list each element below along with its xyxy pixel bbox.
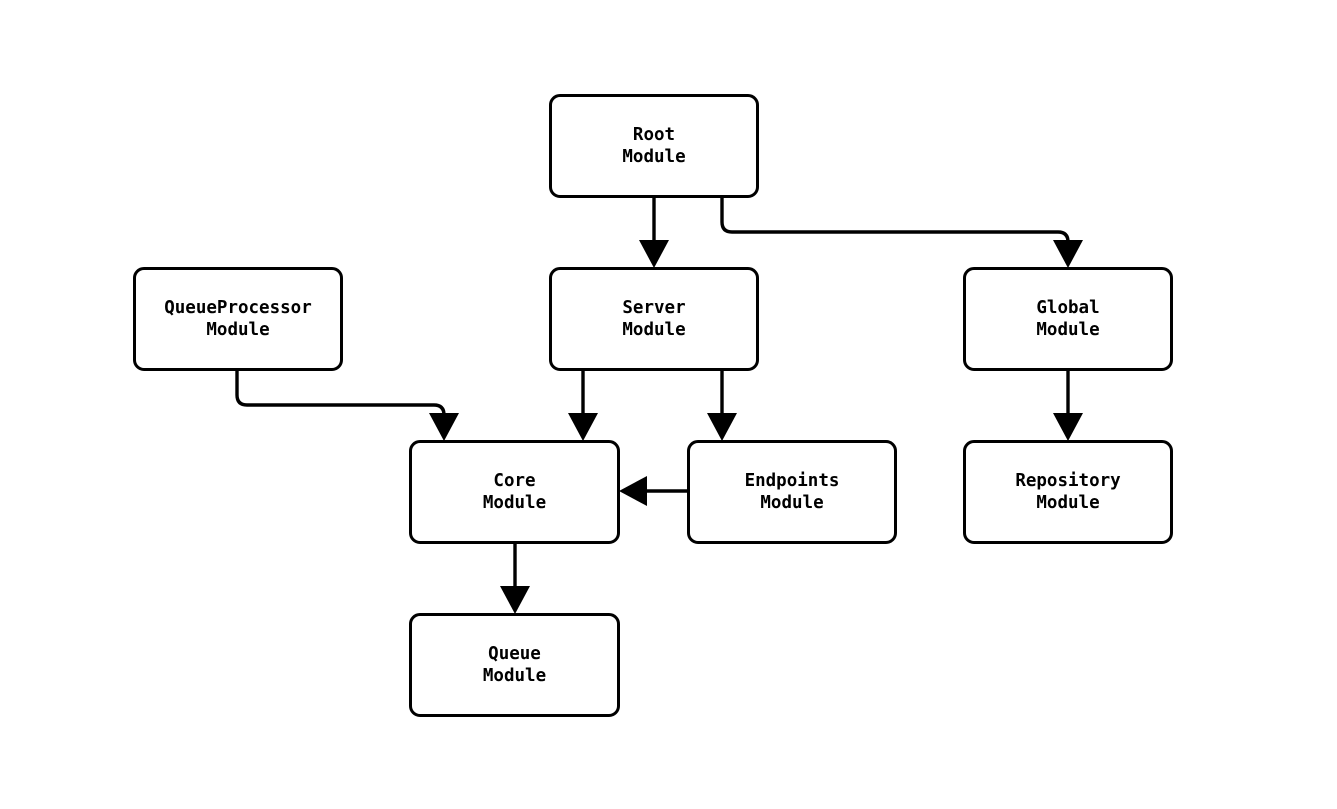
node-repository-module-label-line2: Module bbox=[1036, 493, 1100, 513]
node-queueprocessor-module[interactable]: QueueProcessor Module bbox=[133, 267, 343, 371]
node-server-module-label-line1: Server bbox=[622, 298, 686, 318]
edge-root-to-server bbox=[639, 198, 669, 268]
node-root-module-label-line1: Root bbox=[632, 125, 676, 145]
node-queueprocessor-module-label-line2: Module bbox=[206, 320, 270, 340]
edge-root-to-global bbox=[720, 198, 1083, 268]
edge-core-to-queue bbox=[500, 544, 530, 614]
node-root-module[interactable]: Root Module bbox=[549, 94, 759, 198]
edge-server-to-endpoints bbox=[707, 371, 737, 441]
edge-server-to-core bbox=[568, 371, 598, 441]
node-root-module-label-line2: Module bbox=[622, 147, 686, 167]
node-core-module[interactable]: Core Module bbox=[409, 440, 620, 544]
node-repository-module-label-line1: Repository bbox=[1015, 471, 1121, 491]
node-queueprocessor-module-label-line1: QueueProcessor bbox=[164, 298, 312, 318]
node-server-module[interactable]: Server Module bbox=[549, 267, 759, 371]
edge-global-to-repository bbox=[1053, 371, 1083, 441]
node-server-module-label-line2: Module bbox=[622, 320, 686, 340]
node-queue-module[interactable]: Queue Module bbox=[409, 613, 620, 717]
node-queue-module-label-line1: Queue bbox=[488, 644, 541, 664]
node-global-module-label-line2: Module bbox=[1036, 320, 1100, 340]
edge-endpoints-to-core bbox=[619, 476, 687, 506]
edge-queueprocessor-to-core bbox=[235, 371, 459, 441]
node-core-module-label-line1: Core bbox=[493, 471, 536, 491]
node-endpoints-module[interactable]: Endpoints Module bbox=[687, 440, 897, 544]
node-repository-module[interactable]: Repository Module bbox=[963, 440, 1173, 544]
node-global-module[interactable]: Global Module bbox=[963, 267, 1173, 371]
node-endpoints-module-label-line2: Module bbox=[760, 493, 824, 513]
node-core-module-label-line2: Module bbox=[482, 493, 547, 513]
node-global-module-label-line1: Global bbox=[1036, 298, 1100, 318]
node-endpoints-module-label-line1: Endpoints bbox=[744, 471, 840, 491]
node-queue-module-label-line2: Module bbox=[482, 666, 547, 686]
